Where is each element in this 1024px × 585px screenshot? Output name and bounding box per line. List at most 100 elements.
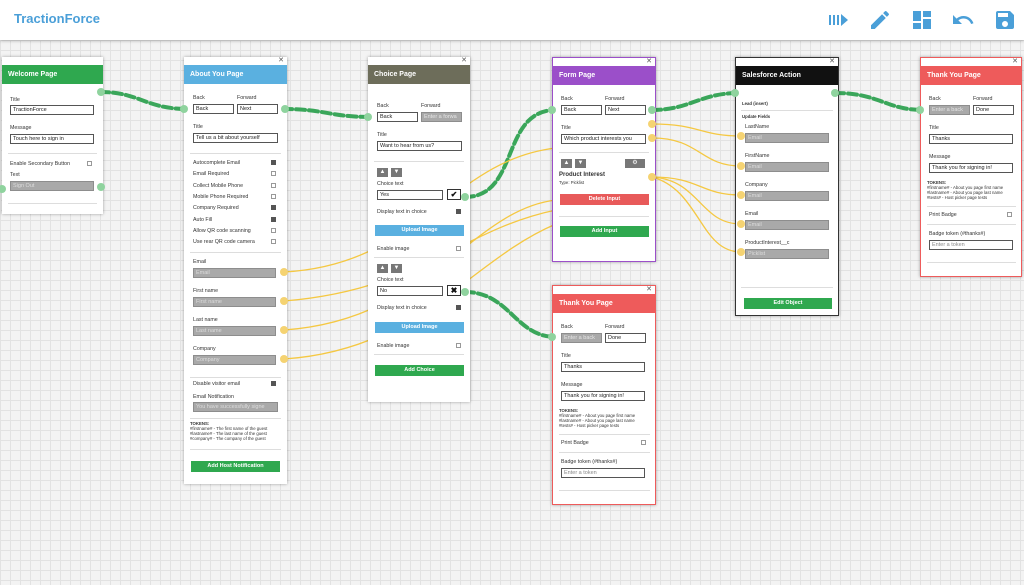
salesforce-field-input[interactable]: Email: [745, 220, 829, 230]
thank-you-page-node[interactable]: ✕ Thank You Page Back Forward Enter a ba…: [552, 285, 656, 505]
add-host-notification-button[interactable]: Add Host Notification: [191, 461, 280, 472]
message-input[interactable]: Thank you for signing in!: [929, 163, 1013, 173]
setting-checkbox[interactable]: [271, 160, 276, 165]
form-page-node[interactable]: ✕ Form Page Back Forward Back Next Title…: [552, 57, 656, 262]
setting-checkbox[interactable]: [271, 193, 276, 199]
choice-page-node[interactable]: ✕ Choice Page Back Forward Back Enter a …: [368, 57, 470, 402]
input-port[interactable]: [548, 333, 556, 341]
field-input[interactable]: First name: [193, 297, 276, 307]
setting-checkbox[interactable]: [271, 227, 276, 233]
delete-input-button[interactable]: Delete Input: [560, 194, 649, 205]
field-input[interactable]: Email: [193, 268, 276, 278]
dashboard-layout-icon[interactable]: [910, 8, 934, 32]
data-port[interactable]: [280, 268, 288, 276]
data-port[interactable]: [280, 297, 288, 305]
data-port[interactable]: [648, 173, 656, 181]
title-input[interactable]: Tell us a bit about yourself: [193, 133, 278, 143]
forward-input[interactable]: Enter a forwa: [421, 112, 462, 122]
move-down-icon[interactable]: ▼: [391, 264, 402, 273]
badge-token-input[interactable]: Enter a token: [929, 240, 1013, 250]
display-text-checkbox[interactable]: [456, 209, 461, 214]
output-port[interactable]: [97, 183, 105, 191]
gear-icon[interactable]: ⚙: [625, 159, 645, 168]
salesforce-field-input[interactable]: Email: [745, 162, 829, 172]
field-input[interactable]: Last name: [193, 326, 276, 336]
checkmark-icon[interactable]: ✔: [447, 189, 461, 200]
thank-you-page-node[interactable]: ✕ Thank You Page Back Forward Enter a ba…: [920, 57, 1022, 277]
close-icon[interactable]: ✕: [646, 286, 652, 293]
move-up-icon[interactable]: ▲: [561, 159, 572, 168]
forward-input[interactable]: Done: [605, 333, 646, 343]
title-input[interactable]: Thanks: [929, 134, 1013, 144]
setting-checkbox[interactable]: [271, 239, 276, 245]
back-input[interactable]: Back: [193, 104, 234, 114]
display-text-checkbox[interactable]: [456, 305, 461, 310]
edit-pencil-icon[interactable]: [868, 8, 892, 32]
secondary-button-checkbox[interactable]: [87, 161, 92, 166]
upload-image-button[interactable]: Upload Image: [375, 225, 464, 236]
output-port[interactable]: [648, 106, 656, 114]
forward-input[interactable]: Done: [973, 105, 1014, 115]
salesforce-action-node[interactable]: ✕ Salesforce Action Lead (insert) Update…: [735, 57, 839, 316]
message-input[interactable]: Touch here to sign in: [10, 134, 94, 144]
title-input[interactable]: TractionForce: [10, 105, 94, 115]
move-up-icon[interactable]: ▲: [377, 168, 388, 177]
play-flow-icon[interactable]: [826, 8, 850, 32]
close-icon[interactable]: ✕: [1012, 58, 1018, 65]
data-port[interactable]: [648, 120, 656, 128]
undo-icon[interactable]: [951, 8, 975, 32]
back-input[interactable]: Back: [377, 112, 418, 122]
setting-checkbox[interactable]: [271, 216, 276, 222]
output-port[interactable]: [461, 288, 469, 296]
save-floppy-icon[interactable]: [993, 8, 1017, 32]
setting-checkbox[interactable]: [271, 205, 276, 211]
choice-text-input[interactable]: No: [377, 286, 443, 296]
field-input[interactable]: Company: [193, 355, 276, 365]
back-input[interactable]: Enter a back: [929, 105, 970, 115]
close-icon[interactable]: ✕: [461, 57, 467, 64]
email-notification-input[interactable]: You have successfully signe: [193, 402, 278, 412]
output-port[interactable]: [97, 88, 105, 96]
input-port[interactable]: [548, 106, 556, 114]
move-up-icon[interactable]: ▲: [377, 264, 388, 273]
title-input[interactable]: Thanks: [561, 362, 645, 372]
title-input[interactable]: Which product interests you: [561, 134, 646, 144]
output-port[interactable]: [831, 89, 839, 97]
output-port[interactable]: [281, 105, 289, 113]
close-icon[interactable]: ✕: [646, 58, 652, 65]
input-port[interactable]: [916, 106, 924, 114]
input-port[interactable]: [364, 113, 372, 121]
print-badge-checkbox[interactable]: [641, 440, 646, 445]
move-down-icon[interactable]: ▼: [575, 159, 586, 168]
title-input[interactable]: Want to hear from us?: [377, 141, 462, 151]
disable-visitor-email-checkbox[interactable]: [271, 381, 276, 386]
enable-image-checkbox[interactable]: [456, 246, 461, 251]
text-input[interactable]: Sign Out: [10, 181, 94, 191]
badge-token-input[interactable]: Enter a token: [561, 468, 645, 478]
forward-input[interactable]: Next: [605, 105, 646, 115]
data-port[interactable]: [648, 134, 656, 142]
data-port[interactable]: [280, 355, 288, 363]
choice-text-input[interactable]: Yes: [377, 190, 443, 200]
output-port[interactable]: [461, 193, 469, 201]
input-port[interactable]: [731, 89, 739, 97]
setting-checkbox[interactable]: [271, 171, 276, 177]
add-input-button[interactable]: Add Input: [560, 226, 649, 237]
data-port[interactable]: [737, 191, 745, 199]
message-input[interactable]: Thank you for signing in!: [561, 391, 645, 401]
edit-object-button[interactable]: Edit Object: [744, 298, 832, 309]
back-input[interactable]: Enter a back: [561, 333, 602, 343]
upload-image-button[interactable]: Upload Image: [375, 322, 464, 333]
close-icon[interactable]: ✕: [278, 57, 284, 64]
input-port[interactable]: [180, 105, 188, 113]
data-port[interactable]: [280, 326, 288, 334]
back-input[interactable]: Back: [561, 105, 602, 115]
close-icon[interactable]: ✕: [829, 58, 835, 65]
data-port[interactable]: [737, 220, 745, 228]
enable-image-checkbox[interactable]: [456, 343, 461, 348]
data-port[interactable]: [737, 132, 745, 140]
forward-input[interactable]: Next: [237, 104, 278, 114]
move-down-icon[interactable]: ▼: [391, 168, 402, 177]
cross-icon[interactable]: ✖: [447, 285, 461, 296]
print-badge-checkbox[interactable]: [1007, 212, 1012, 217]
